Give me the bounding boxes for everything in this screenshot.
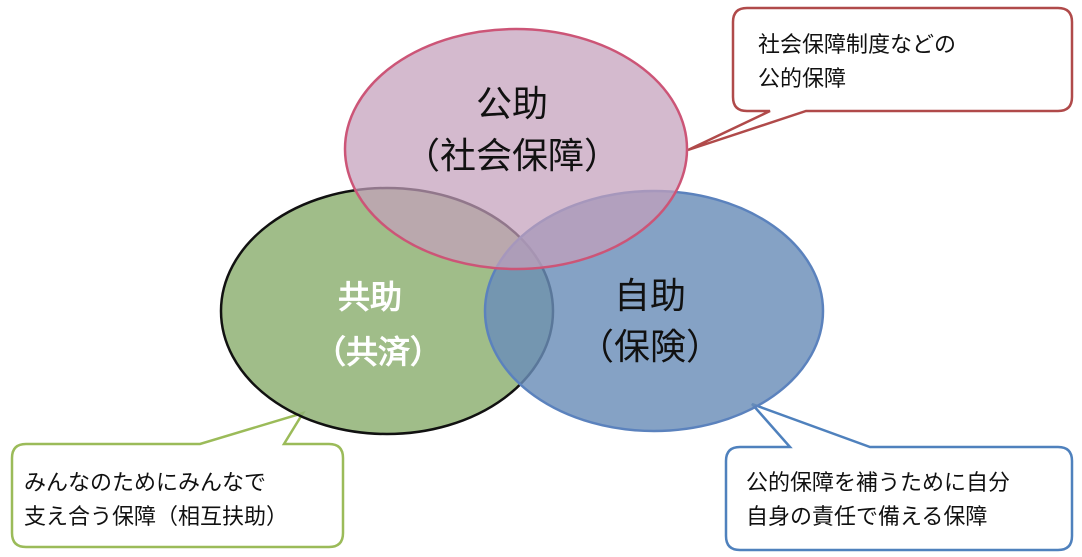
circle-public-aid-title: 公助 bbox=[476, 84, 548, 125]
callout-public-aid-shape bbox=[687, 6, 1074, 152]
circle-mutual-aid-subtitle: （共済） bbox=[314, 333, 442, 371]
callout-self-aid: 公的保障を補うために自分 自身の責任で備える保障 bbox=[724, 402, 1074, 552]
circle-public-aid-subtitle: （社会保障） bbox=[404, 136, 620, 177]
circle-self-aid-subtitle: （保険） bbox=[578, 327, 722, 368]
callout-public-aid: 社会保障制度などの 公的保障 bbox=[687, 6, 1074, 152]
circle-mutual-aid-title: 共助 bbox=[338, 278, 402, 316]
callout-self-aid-shape bbox=[724, 402, 1074, 552]
callout-self-aid-line2: 自身の責任で備える保障 bbox=[746, 505, 987, 530]
callout-public-aid-line2: 公的保障 bbox=[758, 67, 846, 92]
callout-mutual-aid-line1: みんなのためにみんなで bbox=[24, 471, 266, 496]
circle-self-aid-title: 自助 bbox=[614, 276, 686, 317]
callout-self-aid-line1: 公的保障を補うために自分 bbox=[746, 471, 1010, 496]
callout-mutual-aid-line2: 支え合う保障（相互扶助） bbox=[24, 505, 288, 530]
circle-public-aid bbox=[343, 27, 689, 271]
callout-public-aid-line1: 社会保障制度などの bbox=[758, 33, 956, 58]
callout-mutual-aid-shape bbox=[10, 410, 345, 549]
callout-mutual-aid: みんなのためにみんなで 支え合う保障（相互扶助） bbox=[10, 410, 345, 549]
